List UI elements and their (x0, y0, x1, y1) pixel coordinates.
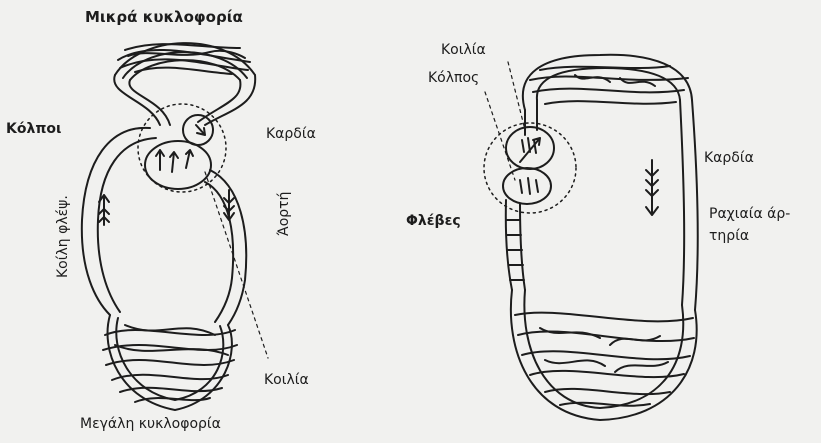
label-right-ventricle: Κοιλία (441, 42, 486, 58)
label-veins: Φλέβες (406, 213, 461, 229)
right-atrium-chamber (503, 168, 551, 204)
label-vena-cava: Κοίλη φλέψ. (55, 195, 71, 278)
left-pulmonary-vessel-left (114, 75, 160, 125)
right-dorsal-artery-inner (680, 100, 684, 305)
label-aorta: Άορτή (276, 192, 292, 236)
left-heart-outline (138, 104, 226, 192)
left-vena-cava (82, 128, 150, 315)
right-circulation-diagram (484, 55, 698, 420)
right-top-capillaries (523, 55, 692, 110)
left-small-circulation-capillaries (115, 43, 255, 80)
label-atria: Κόλποι (6, 121, 61, 137)
left-atrium-small (183, 115, 213, 145)
label-left-ventricle: Κοιλία (264, 372, 309, 388)
label-large-circulation: Μεγάλη κυκλοφορία (80, 416, 221, 432)
label-small-circulation: Μικρά κυκλοφορία (85, 9, 243, 25)
left-circulation-diagram (82, 43, 268, 410)
label-right-atrium: Κόλπος (428, 70, 479, 86)
left-ventricle-chamber (145, 141, 211, 189)
right-bottom-capillaries (511, 290, 697, 420)
label-left-heart: Καρδία (266, 126, 316, 142)
right-dorsal-artery-outer (692, 100, 698, 310)
label-dorsal-artery: Ραχιαία άρ- τηρία (709, 203, 790, 247)
right-veins-outer (506, 200, 512, 290)
label-right-heart: Καρδία (704, 150, 754, 166)
left-large-circulation-capillaries (103, 315, 237, 410)
right-flow-arrow (646, 160, 658, 215)
